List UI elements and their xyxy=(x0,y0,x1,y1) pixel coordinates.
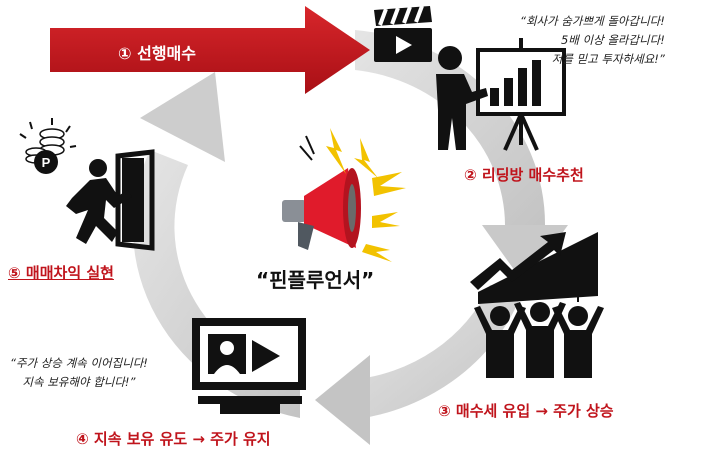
quote-bottom: “주가 상승 계속 이어집니다! 지속 보유해야 합니다!” xyxy=(10,354,148,392)
cycle-arrowhead-left xyxy=(140,72,225,162)
quote-top-line: “회사가 숨가쁘게 돌아갑니다! xyxy=(520,14,665,28)
megaphone-icon xyxy=(282,128,406,262)
quote-bottom-line: “주가 상승 계속 이어집니다! xyxy=(10,356,148,370)
step-4-label: ④ 지속 보유 유도 → 주가 유지 xyxy=(76,430,271,448)
clapperboard-icon xyxy=(374,5,432,62)
running-exit-icon xyxy=(66,149,155,251)
cheering-crowd-icon xyxy=(474,292,604,378)
cycle-arc-right xyxy=(355,30,546,225)
rising-chart-icon xyxy=(470,232,598,304)
step-3-label: ③ 매수세 유입 → 주가 상승 xyxy=(438,402,614,420)
center-label: “핀플루언서” xyxy=(256,268,375,292)
coins-icon: P xyxy=(19,118,77,174)
cycle-arrowhead-bottom xyxy=(315,355,370,445)
step-1-label: ① 선행매수 xyxy=(118,44,196,63)
quote-top-line: 5배 이상 올라갑니다! xyxy=(560,33,665,47)
cycle-arc-left xyxy=(132,150,300,418)
quote-top: “회사가 숨가쁘게 돌아갑니다! 5배 이상 올라갑니다! 저를 믿고 투자하세… xyxy=(520,12,665,69)
red-arrow xyxy=(50,6,370,94)
presenter-chart-icon xyxy=(436,38,566,151)
video-monitor-icon xyxy=(192,318,306,414)
quote-bottom-line: 지속 보유해야 합니다!” xyxy=(22,375,136,389)
step-2-label: ② 리딩방 매수추천 xyxy=(464,166,584,184)
svg-text:P: P xyxy=(42,155,51,170)
quote-top-line: 저를 믿고 투자하세요!” xyxy=(551,52,665,66)
step-5-label: ⑤ 매매차익 실현 xyxy=(8,264,114,282)
